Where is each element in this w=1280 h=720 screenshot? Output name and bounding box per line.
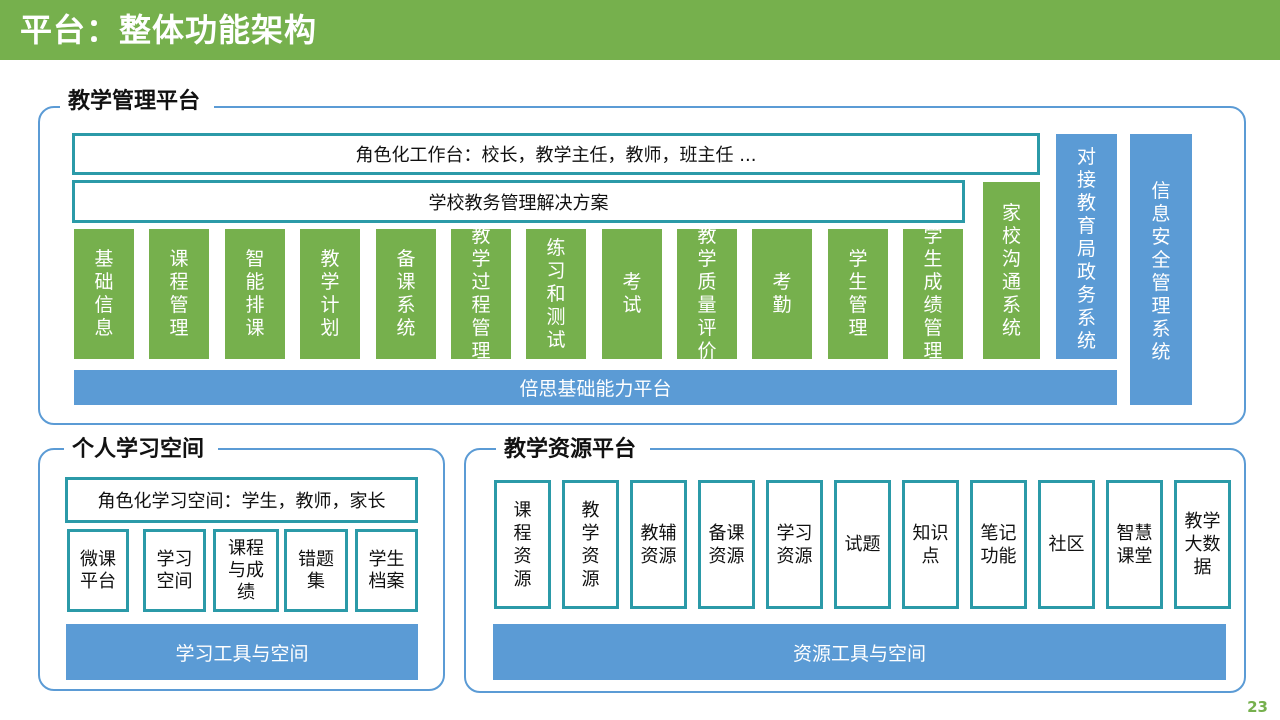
resource-item-smart-classroom: 智慧课堂 bbox=[1106, 480, 1163, 609]
module-label: 教学过程管理 bbox=[471, 225, 491, 362]
resource-item-label: 知识点 bbox=[912, 522, 949, 567]
bureau-label: 对接教育局政务系统 bbox=[1076, 146, 1096, 352]
title-bar bbox=[0, 0, 1280, 60]
page-number: 23 bbox=[1247, 698, 1268, 716]
home-school-communication: 家校沟通系统 bbox=[983, 182, 1040, 359]
module-course-management: 课程管理 bbox=[149, 229, 209, 359]
resource-item-learning: 学习资源 bbox=[766, 480, 823, 609]
module-teaching-process: 教学过程管理 bbox=[451, 225, 511, 362]
module-label: 备课系统 bbox=[396, 248, 416, 339]
personal-item-microcourse: 微课平台 bbox=[67, 529, 129, 612]
module-basic-info: 基础信息 bbox=[74, 229, 134, 359]
resource-item-label: 社区 bbox=[1048, 534, 1085, 555]
base-capability-platform: 倍思基础能力平台 bbox=[74, 370, 1117, 405]
resource-item-label: 试题 bbox=[844, 534, 881, 555]
module-label: 考勤 bbox=[772, 271, 792, 316]
resource-item-label: 学习资源 bbox=[776, 522, 813, 567]
module-attendance: 考勤 bbox=[752, 229, 812, 359]
solution-box: 学校教务管理解决方案 bbox=[72, 180, 965, 223]
resource-item-lesson-prep: 备课资源 bbox=[698, 480, 755, 609]
resource-item-course: 课程资源 bbox=[494, 480, 551, 609]
personal-item-study-space: 学习空间 bbox=[143, 529, 206, 612]
personal-space-label: 个人学习空间 bbox=[64, 435, 219, 465]
module-label: 学生成绩管理 bbox=[923, 225, 943, 362]
module-grade-management: 学生成绩管理 bbox=[903, 225, 963, 362]
resource-item-knowledge-points: 知识点 bbox=[902, 480, 959, 609]
home-school-label: 家校沟通系统 bbox=[1001, 201, 1021, 339]
module-label: 课程管理 bbox=[169, 248, 189, 339]
module-label: 教学质量评价 bbox=[697, 225, 717, 362]
resource-item-label: 教辅资源 bbox=[640, 522, 677, 567]
module-teaching-plan: 教学计划 bbox=[300, 229, 360, 359]
security-system: 信息安全管理系统 bbox=[1130, 134, 1192, 405]
module-lesson-prep: 备课系统 bbox=[376, 229, 436, 359]
module-practice-test: 练习和测试 bbox=[526, 229, 586, 359]
resource-item-label: 智慧课堂 bbox=[1116, 522, 1153, 567]
role-workbench-box: 角色化工作台：校长，教学主任，教师，班主任 ... bbox=[72, 133, 1040, 175]
learning-tools-bar: 学习工具与空间 bbox=[66, 624, 418, 680]
personal-item-course-grades: 课程与成绩 bbox=[213, 529, 279, 612]
module-label: 考试 bbox=[622, 271, 642, 316]
resource-item-auxiliary: 教辅资源 bbox=[630, 480, 687, 609]
teaching-platform-label: 教学管理平台 bbox=[60, 87, 215, 117]
module-student-management: 学生管理 bbox=[828, 229, 888, 359]
personal-item-mistakes: 错题集 bbox=[284, 529, 348, 612]
resource-item-big-data: 教学大数据 bbox=[1174, 480, 1231, 609]
module-label: 智能排课 bbox=[245, 248, 265, 339]
resource-item-label: 备课资源 bbox=[708, 522, 745, 567]
resource-item-label: 教学资源 bbox=[581, 499, 600, 590]
resource-item-questions: 试题 bbox=[834, 480, 891, 609]
module-label: 教学计划 bbox=[320, 248, 340, 339]
personal-item-student-file: 学生档案 bbox=[355, 529, 418, 612]
resource-item-notes: 笔记功能 bbox=[970, 480, 1027, 609]
bureau-system: 对接教育局政务系统 bbox=[1056, 134, 1117, 359]
resource-item-community: 社区 bbox=[1038, 480, 1095, 609]
module-quality-evaluation: 教学质量评价 bbox=[677, 225, 737, 362]
resource-item-label: 教学大数据 bbox=[1184, 511, 1221, 578]
resource-tools-bar: 资源工具与空间 bbox=[493, 624, 1226, 680]
module-label: 基础信息 bbox=[94, 248, 114, 339]
module-exam: 考试 bbox=[602, 229, 662, 359]
security-label: 信息安全管理系统 bbox=[1151, 180, 1171, 363]
page-title: 平台：整体功能架构 bbox=[20, 11, 318, 49]
module-smart-scheduling: 智能排课 bbox=[225, 229, 285, 359]
resource-item-label: 笔记功能 bbox=[980, 522, 1017, 567]
resource-item-teaching: 教学资源 bbox=[562, 480, 619, 609]
module-label: 学生管理 bbox=[848, 248, 868, 339]
role-learning-space-box: 角色化学习空间：学生，教师，家长 bbox=[65, 477, 418, 523]
resource-item-label: 课程资源 bbox=[513, 499, 532, 590]
module-label: 练习和测试 bbox=[546, 236, 566, 351]
resource-platform-label: 教学资源平台 bbox=[496, 435, 651, 465]
